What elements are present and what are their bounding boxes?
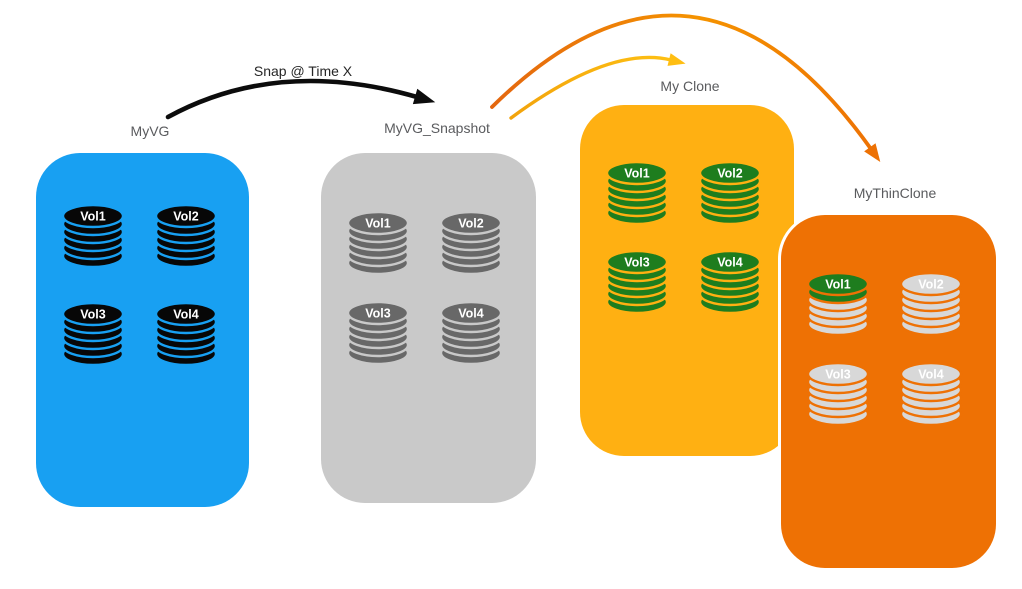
volume-label: Vol4 [918, 368, 944, 382]
volume-label: Vol1 [624, 167, 650, 181]
disk-stack-myvg-vol1: Vol1 [61, 203, 125, 269]
volume-label: Vol1 [825, 278, 851, 292]
myvg-box: Vol1 Vol2 Vol3 Vol4 [36, 153, 249, 507]
myvg-snapshot-label: MyVG_Snapshot [384, 120, 490, 136]
disk-stack-snapshot-vol2: Vol2 [439, 210, 503, 276]
snap-arrow-label: Snap @ Time X [253, 63, 353, 79]
disk-stack-clone-vol1: Vol1 [605, 160, 669, 226]
volume-label: Vol2 [918, 278, 944, 292]
volume-label: Vol3 [365, 307, 391, 321]
disk-stack-snapshot-vol1: Vol1 [346, 210, 410, 276]
volume-label: Vol3 [825, 368, 851, 382]
volume-label: Vol2 [717, 167, 743, 181]
disk-stack-thin-vol1: Vol1 [806, 271, 870, 337]
volume-label: Vol4 [717, 256, 743, 270]
disk-stack-thin-vol2: Vol2 [899, 271, 963, 337]
disk-stack-snapshot-vol3: Vol3 [346, 300, 410, 366]
disk-stack-clone-vol2: Vol2 [698, 160, 762, 226]
volume-label: Vol1 [80, 210, 106, 224]
volume-label: Vol1 [365, 217, 391, 231]
disk-stack-thin-vol3: Vol3 [806, 361, 870, 427]
my-thin-clone-label: MyThinClone [853, 185, 937, 201]
myvg-snapshot-box: Vol1 Vol2 Vol3 Vol4 [321, 153, 536, 503]
disk-stack-myvg-vol4: Vol4 [154, 301, 218, 367]
volume-label: Vol3 [624, 256, 650, 270]
disk-stack-myvg-vol3: Vol3 [61, 301, 125, 367]
volume-label: Vol3 [80, 308, 106, 322]
volume-label: Vol2 [173, 210, 199, 224]
volume-label: Vol2 [458, 217, 484, 231]
disk-stack-thin-vol4: Vol4 [899, 361, 963, 427]
volume-label: Vol4 [458, 307, 484, 321]
disk-stack-clone-vol4: Vol4 [698, 249, 762, 315]
disk-stack-snapshot-vol4: Vol4 [439, 300, 503, 366]
disk-stack-myvg-vol2: Vol2 [154, 203, 218, 269]
my-clone-box: Vol1 Vol2 Vol3 Vol4 [580, 105, 794, 456]
my-clone-label: My Clone [660, 78, 720, 94]
snap-arrow [165, 78, 436, 120]
volume-label: Vol4 [173, 308, 199, 322]
myvg-label: MyVG [130, 123, 170, 139]
my-thin-clone-box: Vol1 Vol2 Vol3 Vol4 [781, 215, 996, 568]
disk-stack-clone-vol3: Vol3 [605, 249, 669, 315]
